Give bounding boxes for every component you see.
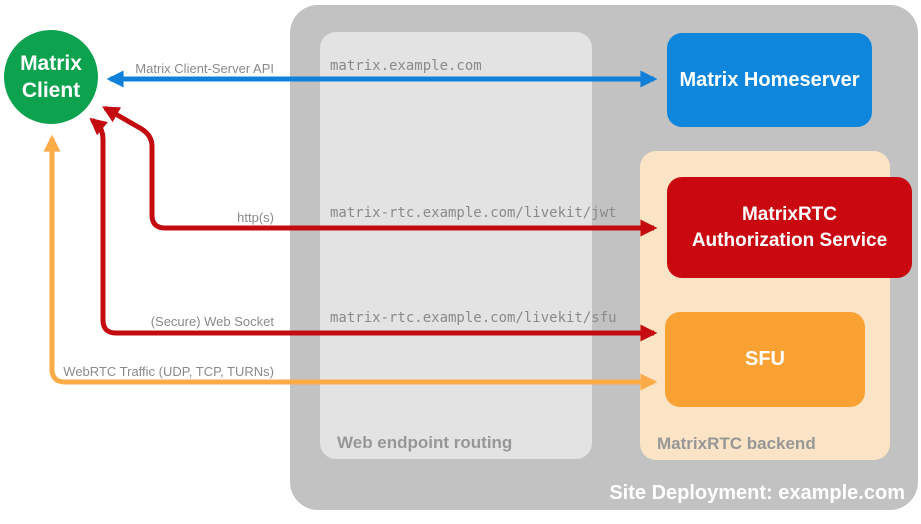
label-web-socket: (Secure) Web Socket (150, 314, 274, 329)
label-webrtc-traffic: WebRTC Traffic (UDP, TCP, TURNs) (63, 364, 274, 379)
matrix-client-node: Matrix Client (4, 30, 98, 124)
matrixrtc-backend-label: MatrixRTC backend (657, 434, 816, 453)
endpoint-livekit-jwt: matrix-rtc.example.com/livekit/jwt (330, 205, 617, 221)
endpoint-livekit-sfu: matrix-rtc.example.com/livekit/sfu (330, 310, 617, 326)
matrix-homeserver-node: Matrix Homeserver (667, 33, 872, 127)
site-deployment-label: Site Deployment: example.com (609, 482, 905, 504)
web-endpoint-routing-label: Web endpoint routing (337, 433, 513, 452)
matrix-homeserver-label: Matrix Homeserver (679, 68, 860, 91)
label-https: http(s) (237, 210, 274, 225)
sfu-label: SFU (745, 348, 785, 370)
endpoint-matrix-example-com: matrix.example.com (330, 58, 482, 74)
matrixrtc-authorization-service-node: MatrixRTC Authorization Service (667, 177, 912, 278)
matrixrtc-authorization-service-label: MatrixRTC Authorization Service (691, 203, 888, 251)
matrix-client-label: Matrix Client (20, 52, 82, 102)
web-endpoint-routing-container (320, 32, 592, 459)
sfu-node: SFU (665, 312, 865, 407)
label-client-server-api: Matrix Client-Server API (135, 61, 274, 76)
